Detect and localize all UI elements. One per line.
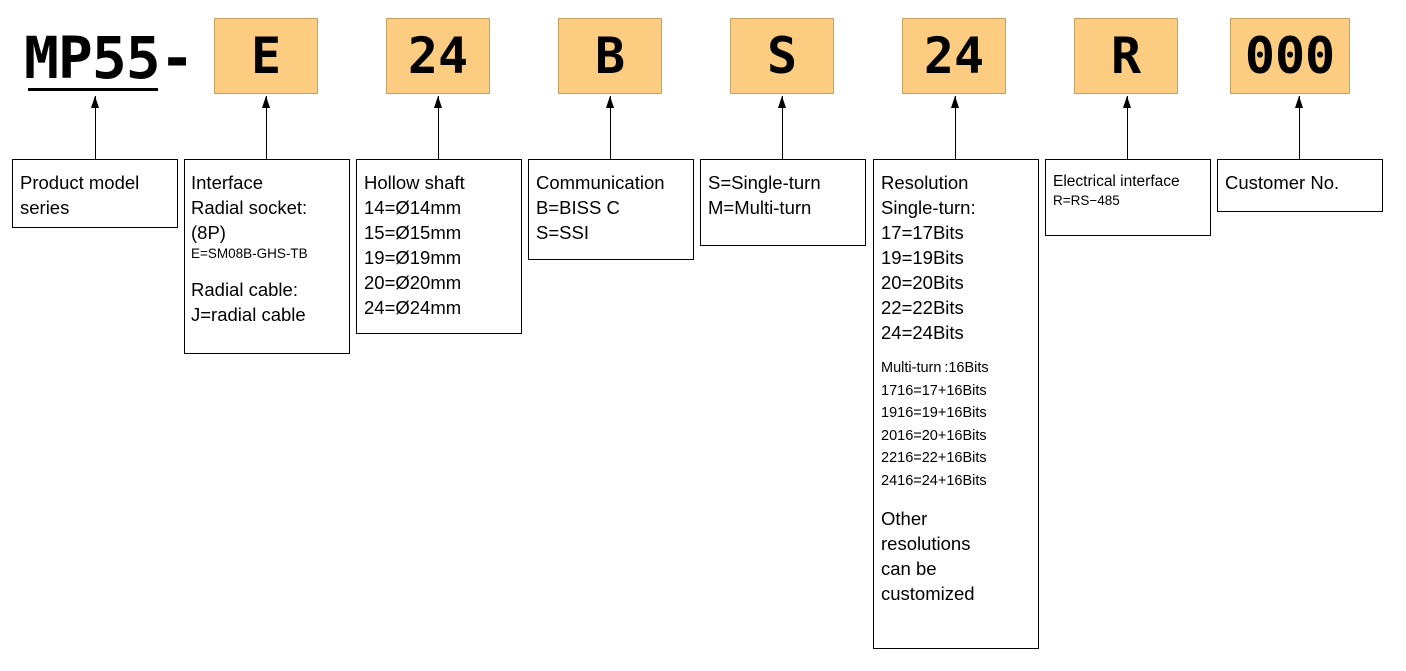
series-line: Product model bbox=[20, 172, 140, 193]
product-series-box: Product model series bbox=[12, 159, 178, 228]
cable-line: Radial cable: bbox=[191, 279, 298, 300]
resolution-line: Resolution bbox=[881, 172, 969, 193]
code-electrical: R bbox=[1074, 18, 1178, 94]
multi-turn-line: 2216=22+16Bits bbox=[881, 450, 987, 466]
arrow-communication bbox=[606, 96, 614, 160]
code-hollow-shaft: 24 bbox=[386, 18, 490, 94]
multi-turn-line: 2416=24+16Bits bbox=[881, 472, 987, 489]
arrow-hollow-shaft bbox=[434, 96, 442, 160]
code-communication: B bbox=[558, 18, 662, 94]
resolution-line: 19=19Bits bbox=[881, 247, 964, 268]
shaft-line: 19=Ø19mm bbox=[364, 247, 462, 268]
resolution-line: 17=17Bits bbox=[881, 222, 964, 243]
code-resolution: 24 bbox=[902, 18, 1006, 94]
code-turn: S bbox=[730, 18, 834, 94]
resolution-line: Single-turn: bbox=[881, 197, 976, 218]
resolution-line: 22=22Bits bbox=[881, 297, 964, 318]
code-interface: E bbox=[214, 18, 318, 94]
interface-line: Interface bbox=[191, 172, 263, 193]
interface-line: (8P) bbox=[191, 222, 226, 243]
custom-note-line: customized bbox=[881, 583, 975, 604]
shaft-line: 14=Ø14mm bbox=[364, 197, 462, 218]
arrow-turn bbox=[778, 96, 786, 160]
comm-line: B=BISS C bbox=[536, 197, 620, 218]
communication-box: Communication B=BISS C S=SSI bbox=[528, 159, 694, 260]
turn-line: S=Single-turn bbox=[708, 172, 821, 193]
multi-turn-line: 1916=19+16Bits bbox=[881, 405, 987, 421]
shaft-line: 24=Ø24mm bbox=[364, 297, 462, 318]
multi-turn-line: 2016=20+16Bits bbox=[881, 427, 987, 444]
arrow-customer bbox=[1295, 96, 1303, 160]
model-prefix: MP55- bbox=[24, 24, 195, 92]
interface-box: Interface Radial socket: (8P) E=SM08B-GH… bbox=[184, 159, 350, 354]
turn-box: S=Single-turn M=Multi-turn bbox=[700, 159, 866, 246]
hollow-shaft-box: Hollow shaft 14=Ø14mm 15=Ø15mm 19=Ø19mm … bbox=[356, 159, 522, 334]
customer-no-box: Customer No. bbox=[1217, 159, 1383, 212]
electrical-option: R=RS−485 bbox=[1053, 193, 1120, 208]
shaft-line: 20=Ø20mm bbox=[364, 272, 462, 293]
socket-option: E=SM08B-GHS-TB bbox=[191, 246, 308, 261]
resolution-box: Resolution Single-turn: 17=17Bits 19=19B… bbox=[873, 159, 1039, 649]
code-customer: 000 bbox=[1230, 18, 1350, 94]
customer-line: Customer No. bbox=[1225, 172, 1340, 193]
arrow-resolution bbox=[951, 96, 959, 160]
electrical-interface-box: Electrical interface R=RS−485 bbox=[1045, 159, 1211, 236]
resolution-line: 24=24Bits bbox=[881, 322, 964, 343]
custom-note-line: resolutions bbox=[881, 533, 971, 554]
series-line: series bbox=[20, 197, 70, 218]
multi-turn-line: Multi-turn :16Bits bbox=[881, 360, 989, 376]
interface-line: Radial socket: bbox=[191, 197, 308, 218]
model-underline bbox=[28, 88, 158, 91]
electrical-title: Electrical interface bbox=[1053, 173, 1180, 190]
resolution-line: 20=20Bits bbox=[881, 272, 964, 293]
comm-line: S=SSI bbox=[536, 222, 589, 243]
custom-note-line: can be bbox=[881, 558, 937, 579]
shaft-line: 15=Ø15mm bbox=[364, 222, 462, 243]
arrow-electrical bbox=[1123, 96, 1131, 160]
shaft-line: Hollow shaft bbox=[364, 172, 465, 193]
comm-line: Communication bbox=[536, 172, 665, 193]
arrow-series bbox=[91, 96, 99, 160]
cable-line: J=radial cable bbox=[191, 304, 306, 325]
multi-turn-line: 1716=17+16Bits bbox=[881, 382, 987, 399]
arrow-interface bbox=[262, 96, 270, 160]
custom-note-line: Other bbox=[881, 508, 928, 529]
turn-line: M=Multi-turn bbox=[708, 197, 812, 218]
